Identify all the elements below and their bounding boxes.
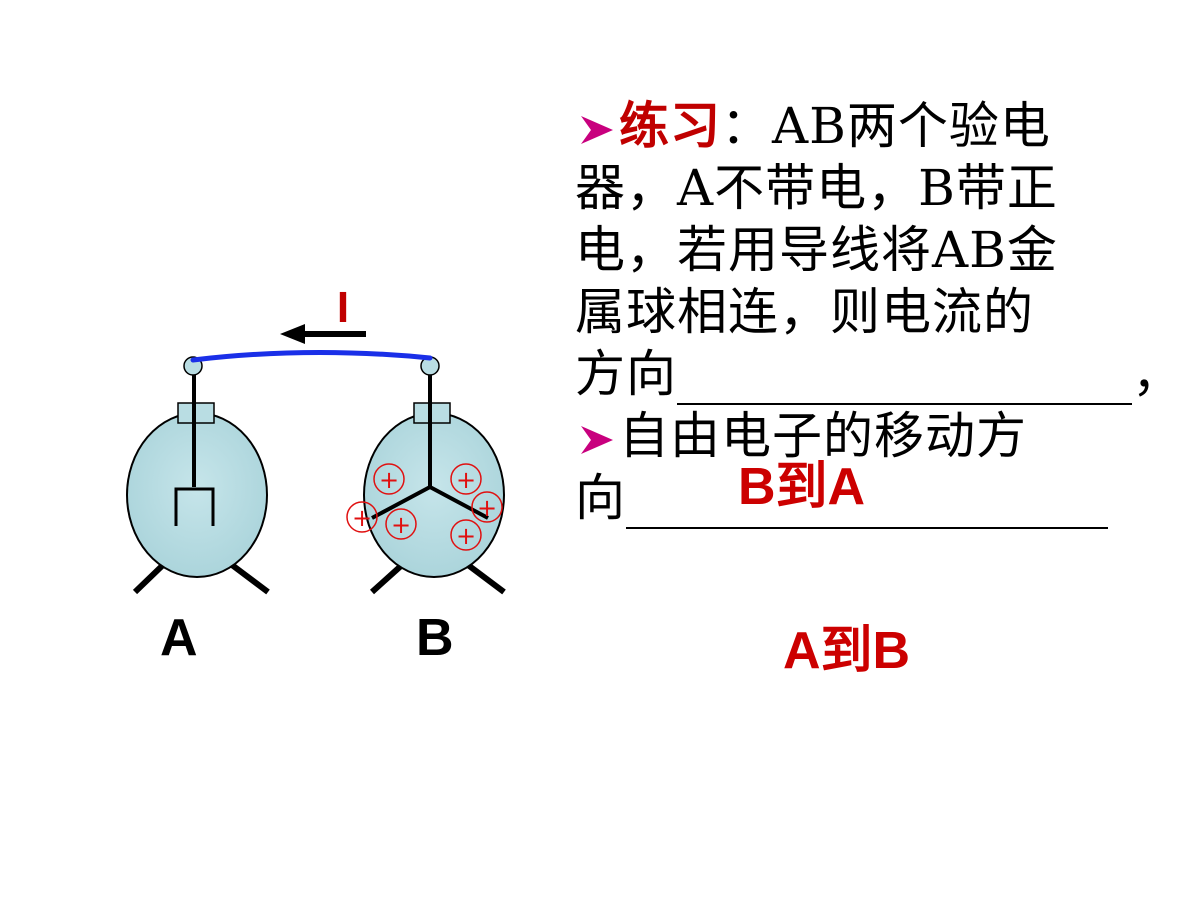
question-line-1-text: ：AB两个验电	[721, 97, 1051, 155]
label-b: B	[416, 609, 454, 667]
current-label: I	[337, 283, 349, 332]
question-text: 练习：AB两个验电 器，A不带电，B带正 电，若用导线将AB金 属球相连，则电流…	[575, 95, 1182, 529]
electroscope-diagram: I + + + + + +	[126, 283, 506, 595]
leg-a-left	[132, 562, 166, 595]
charge-2: +	[450, 463, 482, 495]
question-line-4: 属球相连，则电流的	[575, 283, 1034, 341]
answer-blank-electron	[626, 477, 1108, 529]
answer-blank-current	[677, 353, 1132, 405]
svg-text:+: +	[477, 494, 497, 522]
arrow-head-icon	[280, 324, 305, 344]
leaves-a	[174, 487, 215, 526]
connecting-wire	[190, 349, 433, 363]
positive-charges: + + + + + +	[346, 463, 503, 551]
current-arrow	[280, 324, 366, 344]
question-line-7-prefix: 向	[575, 469, 626, 527]
charge-1: +	[373, 463, 405, 495]
answer-electron-direction: A到B	[783, 622, 911, 680]
question-line-5-prefix: 方向	[575, 345, 677, 403]
label-a: A	[160, 609, 198, 667]
question-line-7: 向	[575, 467, 1175, 529]
leg-b-left	[369, 562, 405, 595]
question-line-1: 练习：AB两个验电	[575, 95, 1175, 157]
question-line-5-suffix: ，	[1132, 345, 1183, 403]
electroscope-a	[126, 356, 270, 595]
charge-6: +	[450, 519, 482, 551]
svg-text:+: +	[352, 504, 372, 532]
charge-4: +	[346, 501, 378, 533]
question-line-6: 自由电子的移动方	[575, 405, 1175, 467]
arrow-bullet-icon	[581, 116, 613, 144]
question-line-3: 电，若用导线将AB金	[575, 221, 1058, 279]
leg-b-right	[466, 562, 506, 595]
bulb-a	[126, 412, 268, 578]
arrow-bullet-icon	[581, 426, 613, 454]
svg-text:+: +	[456, 466, 476, 494]
svg-text:+: +	[391, 511, 411, 539]
svg-text:+: +	[379, 466, 399, 494]
svg-text:+: +	[456, 522, 476, 550]
leaves-b	[371, 484, 489, 520]
question-line-5: 方向 ，	[575, 343, 1182, 405]
practice-heading: 练习	[619, 96, 721, 155]
charge-3: +	[471, 491, 503, 523]
charge-5: +	[385, 508, 417, 540]
electroscope-b	[363, 356, 506, 595]
leg-a-right	[230, 562, 270, 595]
answer-current-direction: B到A	[738, 458, 866, 516]
question-line-2: 器，A不带电，B带正	[575, 159, 1058, 217]
question-line-6-text: 自由电子的移动方	[619, 407, 1027, 465]
